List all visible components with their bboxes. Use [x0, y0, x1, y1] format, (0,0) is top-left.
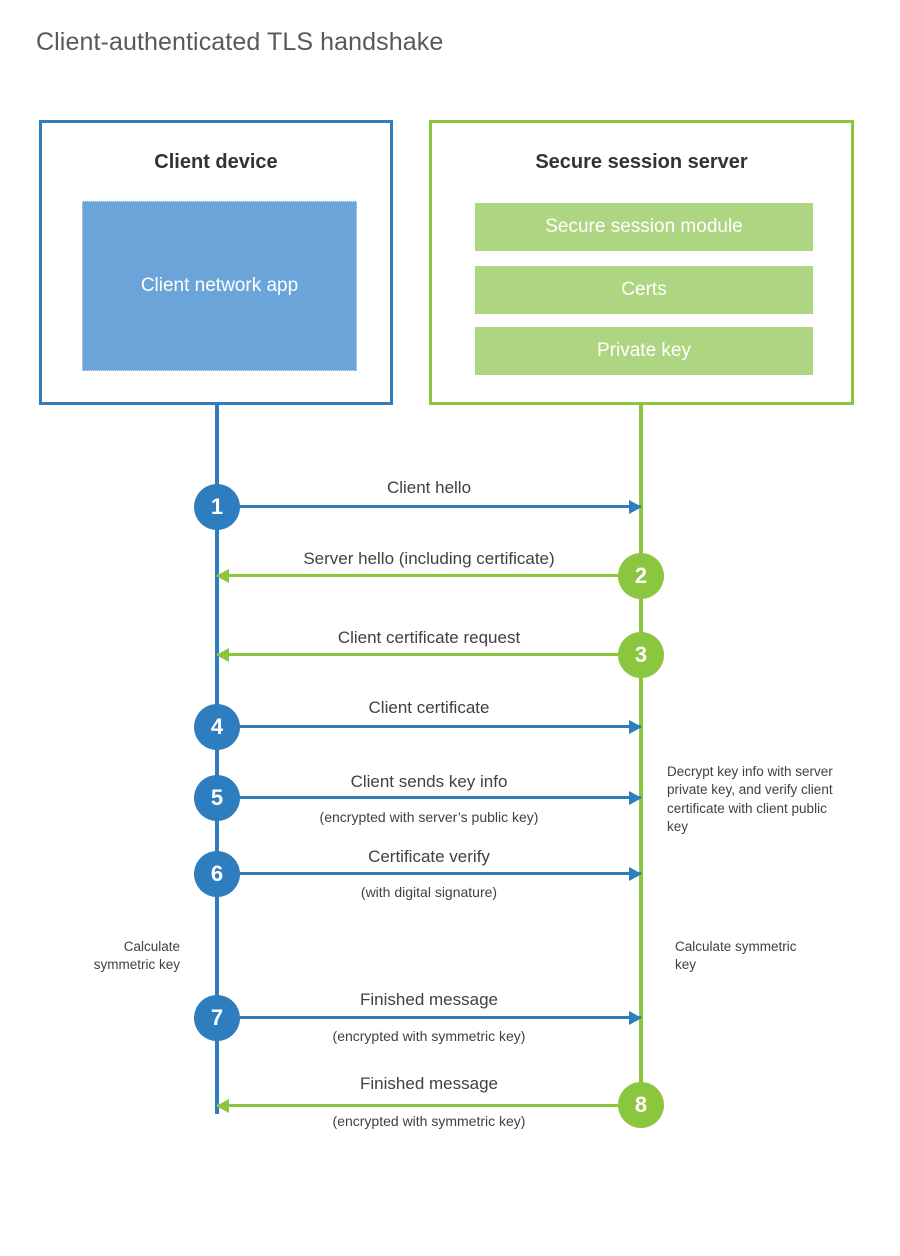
arrowhead-right-icon	[629, 719, 642, 734]
step-2-arrow	[216, 568, 641, 583]
step-8-label: Finished message	[360, 1074, 498, 1093]
arrowhead-right-icon	[629, 866, 642, 881]
arrowhead-right-icon	[629, 1010, 642, 1025]
step-8-marker[interactable]: 8	[618, 1082, 664, 1128]
step-1-label: Client hello	[386, 478, 472, 497]
step-2-label: Server hello (including certificate)	[303, 549, 555, 568]
secure-session-server-panel: Secure session server Secure session mod…	[429, 120, 854, 405]
step-7-label: Finished message	[360, 990, 498, 1009]
step-6-sublabel: (with digital signature)	[360, 884, 498, 900]
step-4-arrow	[217, 719, 642, 734]
step-7-marker[interactable]: 7	[194, 995, 240, 1041]
step-6-label: Certificate verify	[368, 847, 490, 866]
server-bar-certs: Certs	[475, 266, 813, 314]
step-4-label: Client certificate	[368, 698, 490, 717]
step-5-sublabel: (encrypted with server’s public key)	[319, 809, 539, 825]
step-3-label: Client certificate request	[337, 628, 521, 647]
step-7-sublabel: (encrypted with symmetric key)	[332, 1028, 526, 1044]
arrowhead-right-icon	[629, 499, 642, 514]
page-title: Client-authenticated TLS handshake	[36, 28, 444, 56]
step-5-arrow	[217, 790, 642, 805]
step-1-marker[interactable]: 1	[194, 484, 240, 530]
step-2-marker[interactable]: 2	[618, 553, 664, 599]
arrowhead-right-icon	[629, 790, 642, 805]
step-5-label: Client sends key info	[350, 772, 508, 791]
step-7-arrow	[217, 1010, 642, 1025]
server-lifeline	[639, 405, 643, 1105]
step-3-marker[interactable]: 3	[618, 632, 664, 678]
secure-session-server-title: Secure session server	[535, 151, 748, 173]
server-bar-secure-session-module: Secure session module	[475, 203, 813, 251]
client-device-title: Client device	[154, 151, 278, 173]
server-bar-private-key: Private key	[475, 327, 813, 375]
step-4-marker[interactable]: 4	[194, 704, 240, 750]
step-1-arrow	[217, 499, 642, 514]
client-device-panel: Client device Client network app	[39, 120, 393, 405]
client-calculate-symmetric-key-note: Calculate symmetric key	[93, 939, 180, 973]
server-calculate-symmetric-key-note: Calculate symmetric key	[675, 939, 797, 973]
arrowhead-left-icon	[216, 647, 229, 662]
step-8-arrow	[216, 1098, 641, 1113]
step-5-marker[interactable]: 5	[194, 775, 240, 821]
step-8-sublabel: (encrypted with symmetric key)	[332, 1113, 526, 1129]
step-6-marker[interactable]: 6	[194, 851, 240, 897]
arrowhead-left-icon	[216, 1098, 229, 1113]
server-decrypt-note: Decrypt key info with server private key…	[667, 764, 833, 835]
step-3-arrow	[216, 647, 641, 662]
client-lifeline	[215, 405, 219, 1114]
step-6-arrow	[217, 866, 642, 881]
arrowhead-left-icon	[216, 568, 229, 583]
client-network-app-box: Client network app	[82, 201, 357, 371]
